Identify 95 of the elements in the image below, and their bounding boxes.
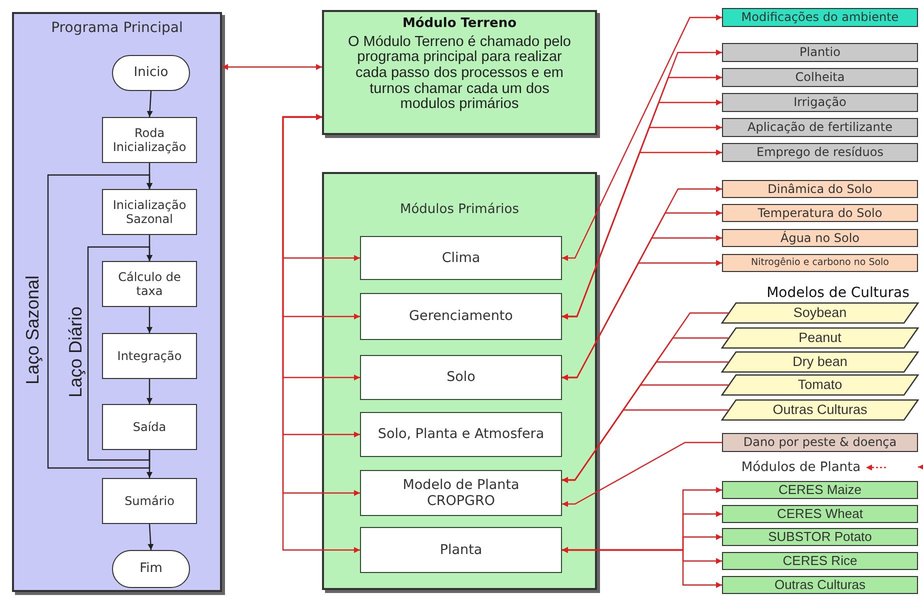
- plant-module-box: [722, 552, 918, 570]
- arrow: [222, 64, 322, 70]
- arrow: [146, 307, 152, 333]
- arrow: [562, 442, 722, 507]
- box-label: CERES Rice: [782, 553, 858, 569]
- box-label: Modelo de Planta CROPGRO: [402, 476, 520, 510]
- category-box: [722, 254, 918, 272]
- module-description: O Módulo Terreno é chamado pelo programa principal para realizar cada passo dos processos e em turnos chamar cada um dos modulos primários: [346, 34, 572, 113]
- module-box: [360, 293, 562, 340]
- box-label: Irrigação: [794, 95, 846, 110]
- plant-module-box: [722, 505, 918, 523]
- crop-model-box: [722, 400, 918, 420]
- module-box: [322, 10, 597, 135]
- section-heading: Modelos de Culturas: [766, 285, 910, 301]
- box-label: Dry bean: [792, 354, 848, 370]
- program-panel: [12, 12, 222, 592]
- crop-model-box: [722, 352, 918, 372]
- arrow: [562, 547, 722, 588]
- box-label: Saída: [132, 420, 168, 434]
- box-label: Dano por peste & doença: [743, 435, 897, 450]
- module-panel: [322, 172, 597, 590]
- box-label: Emprego de resíduos: [756, 145, 884, 160]
- category-box: [722, 118, 918, 137]
- box-label: Planta: [438, 542, 484, 558]
- box-label: Clima: [440, 250, 482, 266]
- box-label: SUBSTOR Potato: [768, 529, 872, 545]
- category-box: [722, 180, 918, 198]
- box-label: Inicio: [134, 65, 168, 81]
- box-label: CERES Wheat: [777, 506, 863, 522]
- process-box: [102, 261, 197, 307]
- arrow: [47, 174, 152, 469]
- category-box: [722, 204, 918, 222]
- category-box: [722, 433, 918, 452]
- box-label: Modificações do ambiente: [741, 10, 899, 25]
- arrow: [562, 409, 729, 483]
- box-label: Cálculo de taxa: [117, 270, 182, 298]
- box-label: Nitrogênio e carbono no Solo: [750, 257, 889, 269]
- box-label: Dinâmica do Solo: [768, 182, 872, 196]
- process-box: [102, 189, 197, 235]
- box-label: Aplicação de fertilizante: [748, 120, 892, 135]
- module-box: [360, 412, 562, 457]
- category-box: [722, 143, 918, 162]
- module-box: [360, 527, 562, 573]
- edge-label: Laço Sazonal: [22, 275, 44, 385]
- panel-title: Módulos Primários: [400, 202, 519, 218]
- box-label: Solo, Planta e Atmosfera: [376, 426, 546, 443]
- box-label: Temperatura do Solo: [758, 206, 882, 220]
- category-box: [722, 68, 918, 87]
- crop-model-box: [722, 328, 918, 348]
- box-label: Outras Culturas: [774, 577, 866, 593]
- plant-module-box: [722, 481, 918, 499]
- process-box: [102, 117, 197, 163]
- arrow: [918, 464, 923, 470]
- box-label: Sumário: [124, 494, 176, 508]
- box-label: Gerenciamento: [408, 308, 514, 325]
- category-box: [722, 93, 918, 112]
- box-label: Soybean: [793, 304, 847, 322]
- category-box: [722, 229, 918, 247]
- box-label: Água no Solo: [780, 230, 860, 246]
- arrow: [866, 464, 886, 470]
- section-heading: Módulos de Planta: [736, 458, 866, 477]
- plant-module-box: [722, 528, 918, 546]
- box-label: Inicialização Sazonal: [112, 198, 188, 226]
- process-box: [102, 478, 197, 524]
- process-box: [102, 404, 197, 450]
- arrow: [87, 246, 152, 461]
- module-box: [360, 470, 562, 516]
- process-box: [102, 333, 197, 379]
- arrow: [148, 524, 154, 550]
- box-label: CERES Maize: [778, 482, 862, 498]
- panel-title: Programa Principal: [51, 20, 183, 37]
- terminator-box: [112, 550, 190, 588]
- module-title: Módulo Terreno: [402, 16, 517, 32]
- box-label: Colheita: [795, 70, 845, 85]
- box-label: Plantio: [800, 45, 840, 60]
- plant-module-box: [722, 576, 918, 594]
- module-box: [360, 355, 562, 400]
- box-label: Roda Inicialização: [112, 126, 188, 154]
- box-label: Peanut: [798, 330, 842, 346]
- box-label: Solo: [446, 369, 476, 386]
- crop-model-box: [722, 303, 918, 323]
- box-label: Tomato: [798, 376, 842, 394]
- arrow: [146, 90, 153, 118]
- edge-label: Laço Diário: [66, 306, 86, 398]
- arrow: [562, 14, 722, 261]
- category-box: [722, 8, 918, 27]
- arrow: [562, 260, 722, 380]
- arrow: [146, 379, 152, 404]
- category-box: [722, 43, 918, 62]
- box-label: Fim: [140, 561, 162, 577]
- module-box: [360, 236, 562, 280]
- box-label: Integração: [116, 348, 183, 364]
- crop-model-box: [722, 375, 918, 395]
- box-label: Outras Culturas: [772, 402, 868, 418]
- terminator-box: [112, 55, 190, 91]
